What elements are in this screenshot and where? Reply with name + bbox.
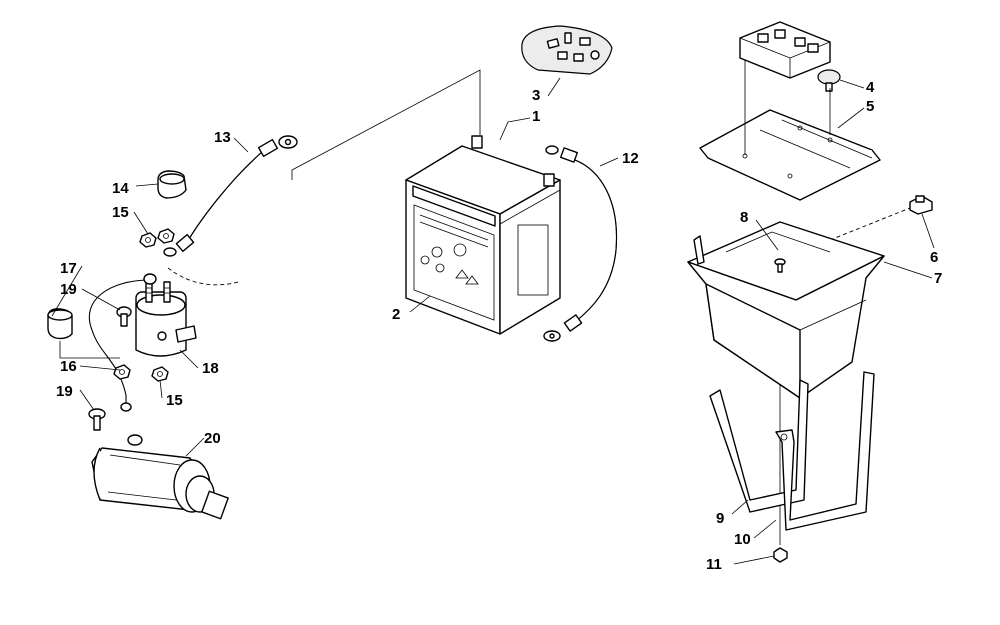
callout-19-lower: 19 [56,383,73,400]
screw-19-upper [116,306,132,327]
terminal-boot-17 [47,308,73,340]
battery-tray-5 [699,109,881,201]
leader-lines [51,77,935,565]
callout-15-lower: 15 [166,392,183,409]
callout-11: 11 [706,556,722,573]
battery-box-7 [687,221,885,399]
callout-4: 4 [866,79,875,96]
battery-2 [405,135,561,335]
callout-7: 7 [934,270,942,287]
callout-17: 17 [60,260,77,277]
callout-6: 6 [930,249,938,266]
fuse-block [739,21,831,79]
callout-14: 14 [112,180,129,197]
nut-15-lower [113,364,131,380]
nut-15-upper-b [157,228,175,244]
callout-16: 16 [60,358,77,375]
callout-13: 13 [214,129,231,146]
hold-down-strap-10 [775,371,875,531]
leader-13-to-battery [291,69,481,180]
nut-15-lower-b [151,366,169,382]
nut-11 [773,547,788,563]
battery-cable-12 [543,145,618,342]
callout-18: 18 [202,360,219,377]
callout-19-upper: 19 [60,281,77,298]
callout-2: 2 [392,306,400,323]
callout-5: 5 [866,98,874,115]
screw-8 [774,258,786,273]
screw-19-lower [88,408,106,431]
clip-6 [909,195,933,215]
starter-motor-20 [91,434,229,520]
callout-labels: 1 2 3 4 5 6 7 8 9 10 11 12 13 14 15 15 1… [56,79,942,573]
callout-8: 8 [740,209,748,226]
starter-solenoid-18 [135,281,197,357]
callout-20: 20 [204,430,221,447]
callout-10: 10 [734,531,751,548]
terminal-hardware-kit-3 [521,25,613,75]
wire-dashed [167,267,239,286]
terminal-boot-14 [157,170,187,199]
callout-12: 12 [622,150,639,167]
knob-4 [817,69,841,92]
callout-3: 3 [532,87,540,104]
callout-15-upper: 15 [112,204,129,221]
callout-9: 9 [716,510,724,527]
battery-cable-13 [163,135,298,257]
hold-down-strap-9 [709,379,809,513]
nut-15-upper [139,232,157,248]
callout-1: 1 [532,108,540,125]
